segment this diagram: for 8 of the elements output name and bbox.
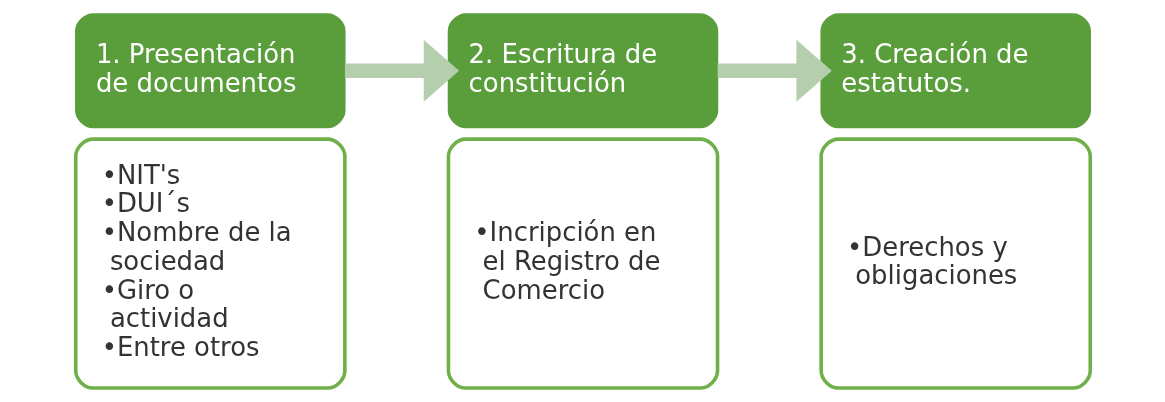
arrow <box>344 39 459 102</box>
node-box: •Incripción en el Registro de Comercio <box>446 137 719 390</box>
node-box: •Derechos y obligaciones <box>818 137 1092 390</box>
node-box: 1. Presentación de documentos <box>74 13 346 129</box>
node-box: •NIT's •DUI´s •Nombre de la sociedad •Giro o actividad •Entre otros <box>73 137 347 390</box>
node-box: 2. Escritura de constitución <box>447 13 718 129</box>
node-box: 3. Creación de estatutos. <box>819 13 1091 129</box>
arrow <box>717 39 832 102</box>
